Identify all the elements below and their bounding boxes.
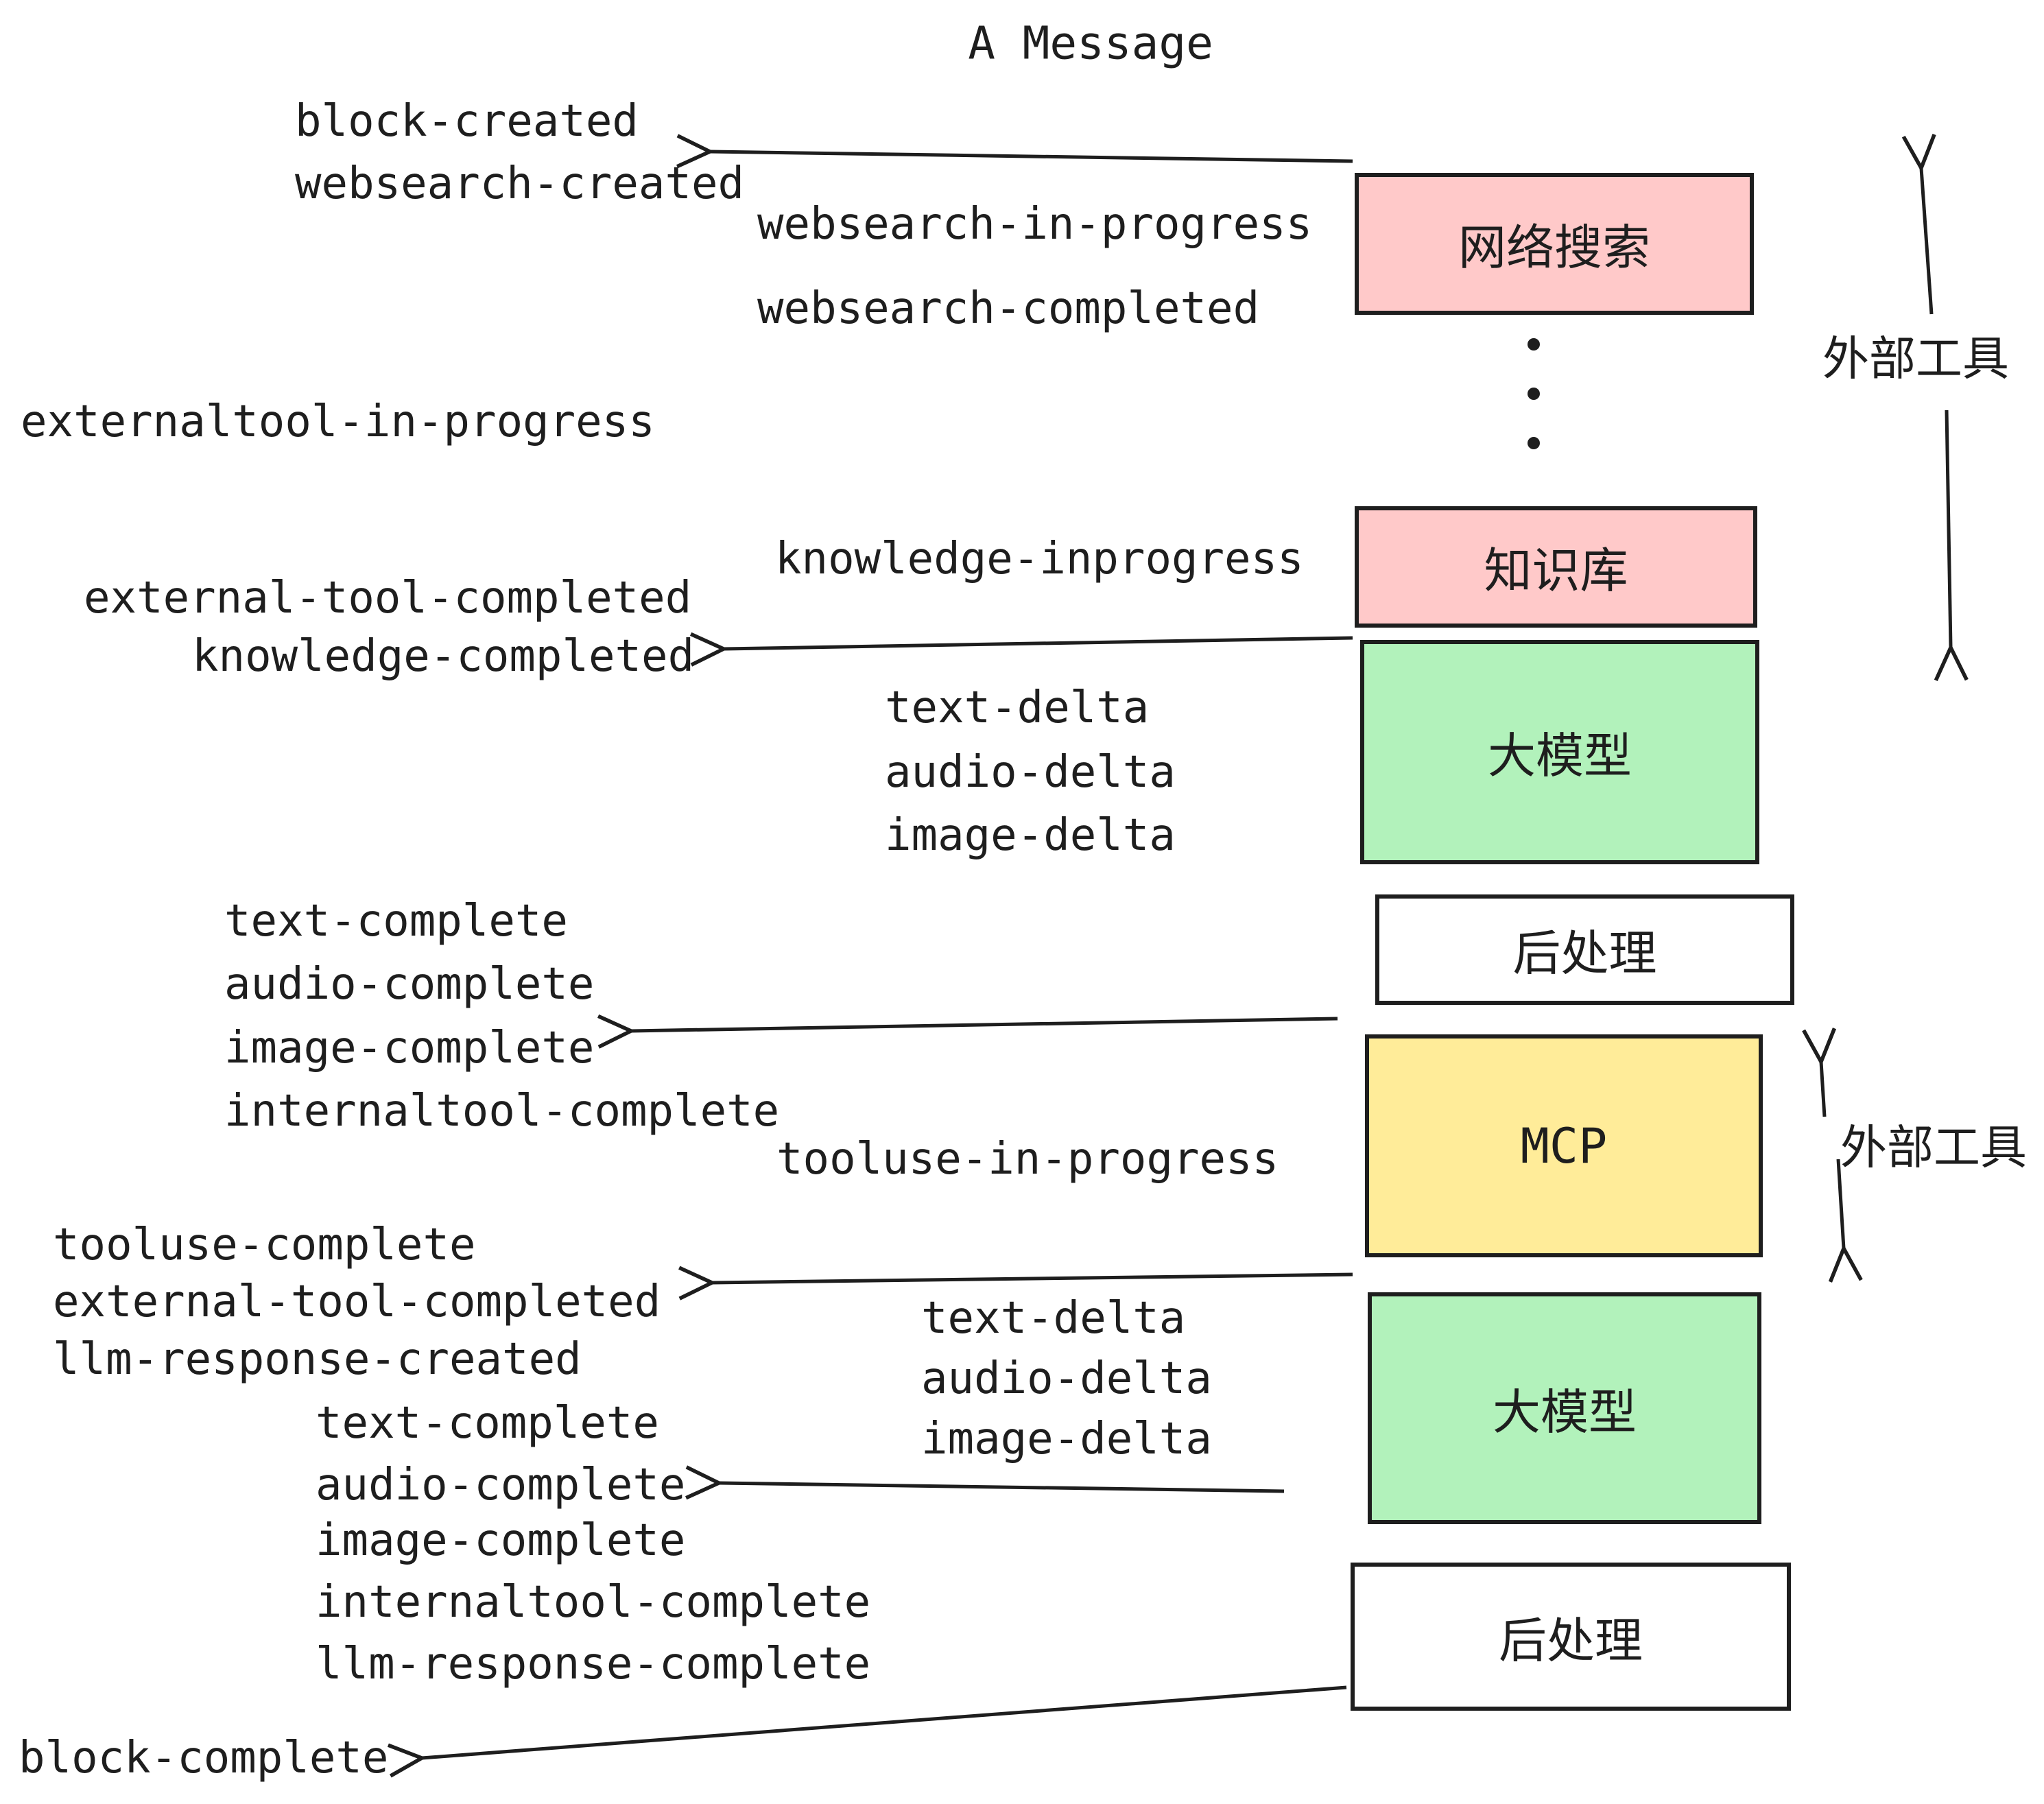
box-llm-1-label: 大模型 [1488,729,1632,783]
box-postprocess-1-label: 后处理 [1512,927,1657,980]
box-knowledge-label: 知识库 [1484,544,1628,597]
external-tools-mcp-up-arrow [1802,1028,1837,1117]
event-label-image-delta-1: image-delta [885,810,1176,861]
box-llm-2: 大模型 [1368,1292,1761,1524]
event-label-image-delta-2: image-delta [921,1414,1212,1464]
arrow-to-knowledge-completed [689,632,1353,667]
event-label-tooluse-in-progress: tooluse-in-progress [776,1134,1279,1185]
arrow-to-image-complete-1 [597,1014,1338,1049]
event-label-websearch-created: websearch-created [295,158,745,209]
event-label-llm-response-created: llm-response-created [53,1334,582,1385]
arrow-to-audio-complete-2 [685,1465,1285,1500]
event-label-audio-delta-1: audio-delta [885,747,1176,798]
box-websearch-label: 网络搜索 [1458,221,1650,274]
event-label-text-complete-1: text-complete [224,896,568,947]
event-label-tooluse-complete: tooluse-complete [53,1220,476,1270]
arrow-to-block-complete [387,1685,1347,1778]
box-postprocess-1: 后处理 [1375,894,1794,1005]
side-label-external-tools-mcp: 外部工具 [1840,1121,2028,1174]
box-postprocess-2-label: 后处理 [1499,1613,1643,1667]
box-mcp-label: MCP [1520,1117,1608,1174]
event-label-internaltool-complete-2: internaltool-complete [316,1577,871,1628]
event-label-websearch-completed: websearch-completed [757,283,1260,334]
box-llm-2-label: 大模型 [1493,1385,1637,1439]
box-knowledge: 知识库 [1355,506,1757,628]
event-label-audio-delta-2: audio-delta [921,1353,1212,1404]
event-label-audio-complete-2: audio-complete [316,1460,686,1510]
event-label-text-delta-2: text-delta [921,1293,1186,1344]
box-llm-1: 大模型 [1360,640,1759,864]
event-label-knowledge-completed: knowledge-completed [192,631,695,682]
event-label-text-complete-2: text-complete [316,1398,659,1449]
external-tools-top-up-arrow [1901,134,1936,315]
event-label-block-created: block-created [295,96,639,147]
event-label-websearch-in-progress: websearch-in-progress [757,199,1313,250]
ellipsis-dot-1 [1528,338,1540,351]
event-label-image-complete-2: image-complete [316,1515,686,1566]
external-tools-top-down-arrow [1934,410,1969,682]
arrow-to-tooluse-complete [678,1266,1353,1301]
box-websearch: 网络搜索 [1355,173,1754,315]
event-label-external-tool-completed-2: external-tool-completed [53,1277,661,1327]
arrow-to-websearch-created [676,134,1353,169]
ellipsis-dot-3 [1528,437,1540,449]
event-label-block-complete: block-complete [19,1733,389,1783]
event-label-externaltool-in-progress: externaltool-in-progress [21,396,655,447]
event-label-knowledge-inprogress: knowledge-inprogress [775,534,1304,584]
event-label-internaltool-complete-1: internaltool-complete [224,1086,780,1137]
event-label-text-delta-1: text-delta [885,683,1150,733]
event-label-image-complete-1: image-complete [224,1023,595,1073]
event-label-external-tool-completed-1: external-tool-completed [84,573,692,624]
event-label-llm-response-complete: llm-response-complete [316,1639,871,1689]
ellipsis-dot-2 [1528,388,1540,400]
diagram-title: A Message [968,16,1213,70]
side-label-external-tools-top: 外部工具 [1822,333,2010,385]
event-label-audio-complete-1: audio-complete [224,959,595,1010]
box-mcp: MCP [1365,1034,1763,1257]
box-postprocess-2: 后处理 [1351,1563,1791,1711]
